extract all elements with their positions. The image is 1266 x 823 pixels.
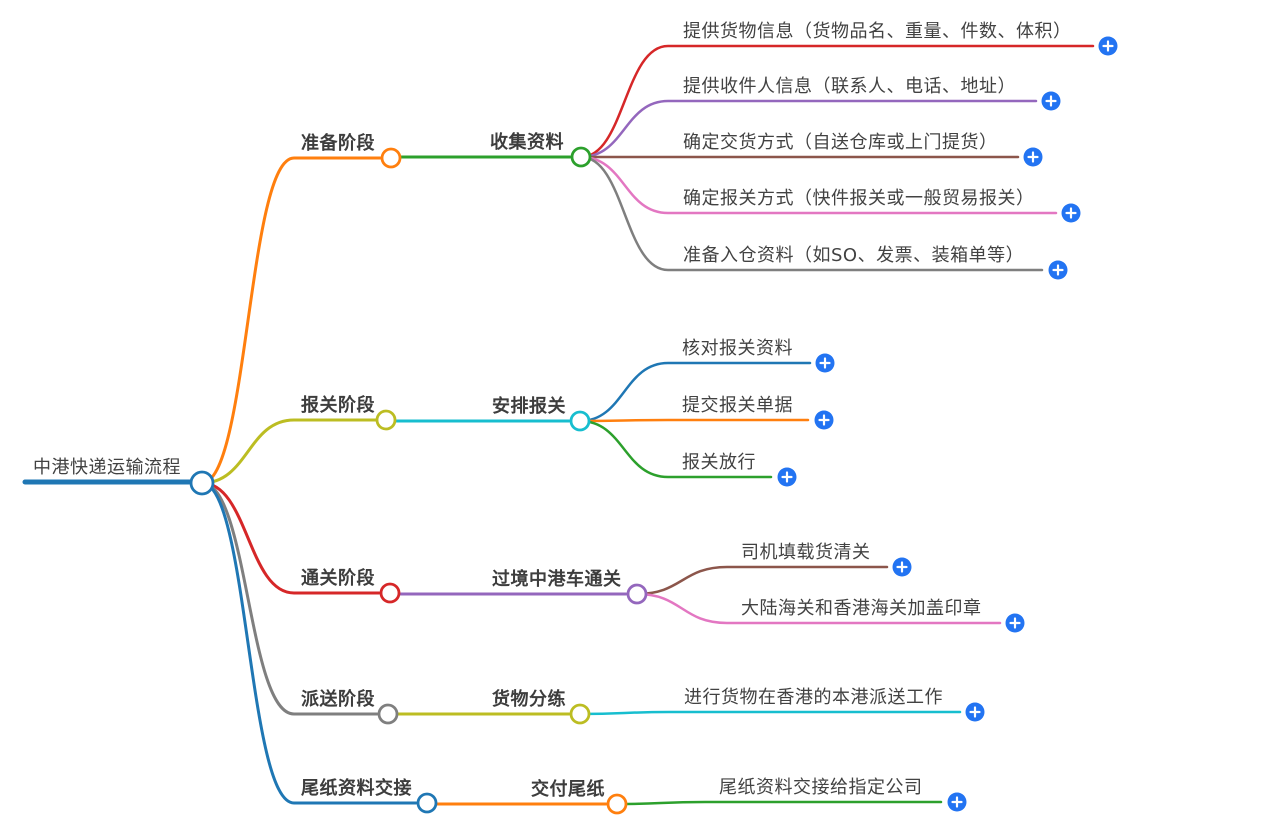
link-driver-fills-cargo-clearance (635, 565, 889, 596)
link-declaration-release (578, 419, 773, 479)
plus-icon (1065, 207, 1077, 219)
link-provide-goods-info (579, 44, 1095, 159)
plus-icon (969, 706, 981, 718)
expand-button-verify-declaration-materials[interactable] (815, 353, 835, 373)
link-handover-to-designated-company (615, 800, 943, 806)
link-verify-declaration-materials (578, 361, 812, 423)
node-label-stage-clearance[interactable]: 通关阶段 (301, 568, 375, 589)
node-label-hk-local-delivery[interactable]: 进行货物在香港的本港派送工作 (684, 687, 943, 708)
link-stage-declaration (200, 418, 378, 485)
node-toggle-stage-tail-paper-handover[interactable] (416, 792, 438, 814)
link-confirm-declaration-method (579, 155, 1058, 215)
plus-icon (781, 471, 793, 483)
expand-button-submit-declaration-documents[interactable] (814, 410, 834, 430)
node-label-submit-declaration-documents[interactable]: 提交报关单据 (682, 395, 793, 416)
node-label-customs-stamps[interactable]: 大陆海关和香港海关加盖印章 (741, 598, 982, 619)
plus-icon (1045, 95, 1057, 107)
node-label-arrange-declaration[interactable]: 安排报关 (492, 396, 566, 417)
node-toggle-cargo-sorting[interactable] (569, 703, 591, 725)
node-toggle-root[interactable] (189, 470, 215, 496)
node-label-driver-fills-cargo-clearance[interactable]: 司机填载货清关 (741, 542, 871, 563)
node-toggle-stage-preparation[interactable] (380, 147, 402, 169)
link-hk-local-delivery (578, 710, 962, 716)
link-customs-stamps (635, 592, 1002, 625)
node-label-cargo-sorting[interactable]: 货物分练 (492, 689, 566, 710)
link-cross-border-truck-clearance (388, 591, 628, 596)
node-label-collect-materials[interactable]: 收集资料 (490, 132, 564, 153)
plus-icon (1027, 151, 1039, 163)
expand-button-confirm-declaration-method[interactable] (1061, 203, 1081, 223)
node-toggle-collect-materials[interactable] (570, 146, 592, 168)
plus-icon (951, 796, 963, 808)
node-label-stage-declaration[interactable]: 报关阶段 (301, 395, 375, 416)
node-label-declaration-release[interactable]: 报关放行 (682, 452, 756, 473)
node-label-provide-goods-info[interactable]: 提供货物信息（货物品名、重量、件数、体积） (683, 21, 1072, 42)
node-label-root[interactable]: 中港快递运输流程 (33, 457, 181, 478)
plus-icon (819, 357, 831, 369)
link-stage-delivery (200, 481, 379, 716)
node-label-stage-tail-paper-handover[interactable]: 尾纸资料交接 (301, 778, 412, 799)
link-deliver-tail-paper (425, 801, 608, 806)
expand-button-driver-fills-cargo-clearance[interactable] (892, 557, 912, 577)
expand-button-declaration-release[interactable] (777, 467, 797, 487)
node-label-provide-recipient-info[interactable]: 提供收件人信息（联系人、电话、地址） (683, 76, 1016, 97)
node-label-cross-border-truck-clearance[interactable]: 过境中港车通关 (492, 569, 622, 590)
link-arrange-declaration (384, 418, 571, 423)
node-label-verify-declaration-materials[interactable]: 核对报关资料 (682, 338, 793, 359)
plus-icon (1102, 40, 1114, 52)
node-toggle-stage-clearance[interactable] (379, 582, 401, 604)
plus-icon (1052, 264, 1064, 276)
link-stage-preparation (200, 156, 383, 485)
expand-button-prepare-warehouse-docs[interactable] (1048, 260, 1068, 280)
plus-icon (896, 561, 908, 573)
node-toggle-stage-declaration[interactable] (375, 409, 397, 431)
expand-button-confirm-delivery-method[interactable] (1023, 147, 1043, 167)
plus-icon (1009, 617, 1021, 629)
expand-button-handover-to-designated-company[interactable] (947, 792, 967, 812)
expand-button-customs-stamps[interactable] (1005, 613, 1025, 633)
link-prepare-warehouse-docs (579, 155, 1044, 272)
node-label-stage-preparation[interactable]: 准备阶段 (301, 133, 375, 154)
expand-button-hk-local-delivery[interactable] (965, 702, 985, 722)
link-submit-declaration-documents (578, 418, 810, 423)
node-label-confirm-declaration-method[interactable]: 确定报关方式（快件报关或一般贸易报关） (683, 188, 1035, 209)
link-provide-recipient-info (579, 99, 1038, 159)
link-stage-tail-paper-handover (200, 481, 418, 805)
node-label-confirm-delivery-method[interactable]: 确定交货方式（自送仓库或上门提货） (683, 132, 998, 153)
plus-icon (818, 414, 830, 426)
node-toggle-cross-border-truck-clearance[interactable] (626, 583, 648, 605)
expand-button-provide-recipient-info[interactable] (1041, 91, 1061, 111)
node-toggle-deliver-tail-paper[interactable] (606, 793, 628, 815)
node-label-stage-delivery[interactable]: 派送阶段 (301, 689, 375, 710)
node-toggle-stage-delivery[interactable] (377, 703, 399, 725)
link-stage-clearance (200, 481, 381, 595)
link-collect-materials (389, 155, 572, 160)
expand-button-provide-goods-info[interactable] (1098, 36, 1118, 56)
node-label-deliver-tail-paper[interactable]: 交付尾纸 (531, 779, 605, 800)
node-label-handover-to-designated-company[interactable]: 尾纸资料交接给指定公司 (719, 777, 923, 798)
node-label-prepare-warehouse-docs[interactable]: 准备入仓资料（如SO、发票、装箱单等） (683, 245, 1025, 266)
node-toggle-arrange-declaration[interactable] (569, 410, 591, 432)
